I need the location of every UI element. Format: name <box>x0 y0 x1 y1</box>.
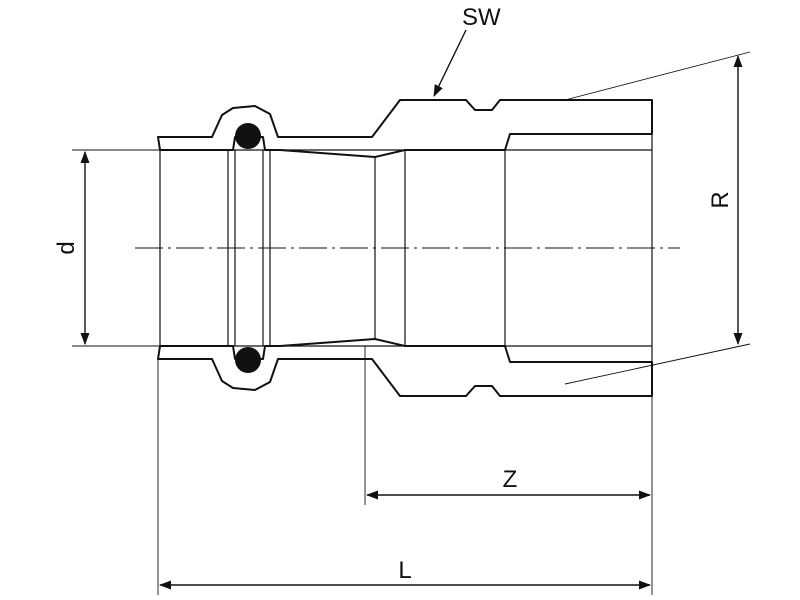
z-label: Z <box>503 466 518 493</box>
l-label: L <box>398 557 411 584</box>
o-ring-top <box>235 123 261 149</box>
r-label: R <box>707 191 734 208</box>
top-wall-section <box>157 99 653 158</box>
sw-leader <box>433 29 467 97</box>
bottom-wall-section <box>157 338 653 397</box>
sw-label: SW <box>462 4 501 31</box>
o-ring-bottom <box>235 347 261 373</box>
d-label: d <box>53 241 80 254</box>
r-ext-bottom <box>564 343 751 385</box>
r-ext-top <box>564 51 751 101</box>
